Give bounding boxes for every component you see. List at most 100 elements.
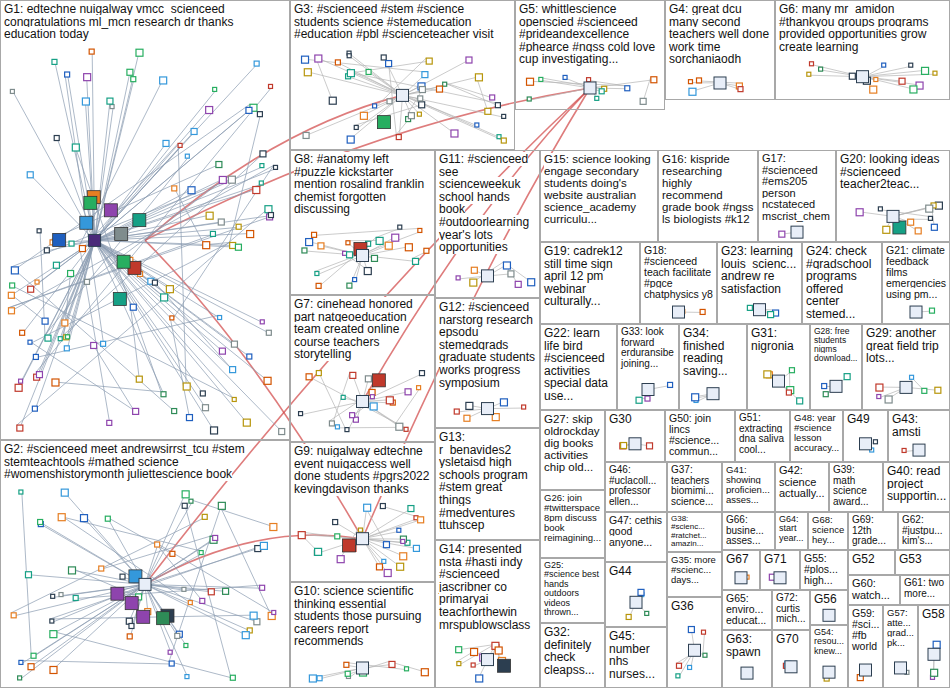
vertex <box>42 318 48 324</box>
group-label: G67 <box>726 552 749 566</box>
vertex <box>161 392 166 397</box>
vertex <box>386 397 393 404</box>
vertex <box>206 212 213 219</box>
vertex <box>899 78 905 84</box>
group-label-block: G42: science actually... <box>779 465 825 500</box>
vertex <box>688 665 692 669</box>
group-box: G11: #scienceed see scienceweekuk school… <box>435 150 540 298</box>
vertex <box>702 630 706 634</box>
group-label: G30 <box>609 412 632 426</box>
network-edge <box>403 60 469 95</box>
vertex <box>807 72 811 76</box>
group-label-block: G60: watch... <box>852 578 896 601</box>
vertex <box>668 382 673 387</box>
vertex <box>19 379 23 383</box>
vertex <box>471 649 478 656</box>
network-edge <box>346 240 379 241</box>
vertex <box>247 354 252 359</box>
vertex <box>418 228 422 232</box>
network-edge <box>55 382 161 392</box>
vertex <box>928 216 932 220</box>
group-box: G23: learning louis_scienc... andrew re … <box>717 242 802 324</box>
network-edge <box>95 240 206 407</box>
group-label-block: G1: edtechne nuigalway vmcc_scienceed co… <box>4 3 286 41</box>
group-box: G26: join #twitterspace 8pm discuss book… <box>540 490 605 558</box>
vertex <box>387 99 392 104</box>
group-box: G14: presented nsta #hasti indy #science… <box>435 540 540 688</box>
vertex <box>182 503 187 508</box>
vertex <box>347 136 354 143</box>
vertex <box>298 532 305 539</box>
vertex <box>230 242 236 248</box>
group-box: G22: learn life bird #scienceed activiti… <box>540 324 617 410</box>
group-label: G52 <box>852 552 875 566</box>
vertex <box>152 280 157 285</box>
group-box: G8: #anatomy left #puzzle kickstarter me… <box>290 150 435 295</box>
vertex <box>44 248 49 253</box>
vertex <box>676 674 680 678</box>
vertex <box>747 305 752 310</box>
network-edge <box>145 494 185 585</box>
vertex <box>383 542 389 548</box>
network-edge <box>62 584 145 595</box>
vertex <box>370 403 377 410</box>
vertex <box>464 415 470 421</box>
group-label: G7: cinehead honored part natgeoeducatio… <box>294 297 413 361</box>
vertex <box>105 516 110 521</box>
vertex <box>621 443 627 449</box>
group-box: G33: look forward erduransibe joining... <box>617 324 679 410</box>
vertex <box>466 57 472 63</box>
vertex <box>99 566 104 571</box>
vertex <box>316 283 321 288</box>
vertex <box>200 391 205 396</box>
network-edge <box>31 584 145 666</box>
vertex <box>823 392 828 397</box>
vertex <box>419 87 425 93</box>
vertex <box>373 104 377 108</box>
vertex <box>454 409 459 414</box>
vertex <box>302 56 309 63</box>
group-label: G3: #scienceed #stem #science students s… <box>294 2 493 41</box>
vertex <box>107 420 112 425</box>
group-label: G66: busine... asses... <box>726 514 764 546</box>
group-label: G42: science actually... <box>779 464 825 499</box>
vertex <box>242 632 249 639</box>
vertex <box>27 172 33 178</box>
hub-vertex <box>584 82 596 94</box>
hub-vertex <box>89 234 101 246</box>
group-box: G55: #plos... high... <box>800 550 848 590</box>
vertex <box>82 98 89 105</box>
vertex <box>53 262 59 268</box>
vertex <box>856 209 863 216</box>
vertex <box>120 574 125 579</box>
hub-vertex <box>823 609 835 621</box>
group-box: G48: year #science lesson accuracy... <box>790 410 843 462</box>
vertex <box>909 63 913 67</box>
group-label-block: G28: free students nigms download... <box>814 327 858 363</box>
vertex <box>15 384 22 391</box>
vertex <box>182 587 186 591</box>
vertex <box>19 490 23 494</box>
vertex <box>155 542 160 547</box>
group-label-block: G13: r_benavides2 ysletaisd high schools… <box>439 431 536 532</box>
vertex <box>456 276 460 280</box>
vertex <box>32 406 37 411</box>
avatar-vertex <box>104 204 117 217</box>
group-label: G39: math science award... <box>833 464 869 507</box>
group-label-block: G49 <box>847 413 884 426</box>
group-label: G2: #scienceed meet andrewsirrst_tcu #st… <box>4 442 245 481</box>
group-label-block: G19: cadrek12 still time sign april 12 p… <box>544 245 636 308</box>
group-label-block: G63: spawn <box>726 633 768 658</box>
vertex <box>65 72 70 77</box>
vertex <box>768 312 774 318</box>
group-label: G33: look forward erduransibe joining... <box>621 326 674 369</box>
vertex <box>400 553 407 560</box>
vertex <box>451 130 458 137</box>
vertex <box>266 330 271 335</box>
group-label: G49 <box>847 412 870 426</box>
hub-vertex <box>357 395 369 407</box>
group-label: G31: nigronia <box>751 326 794 353</box>
group-label-block: G21: climate feedback films emergencies … <box>886 245 946 300</box>
vertex <box>315 271 319 275</box>
group-label-block: G72: curtis mich... <box>776 593 806 625</box>
